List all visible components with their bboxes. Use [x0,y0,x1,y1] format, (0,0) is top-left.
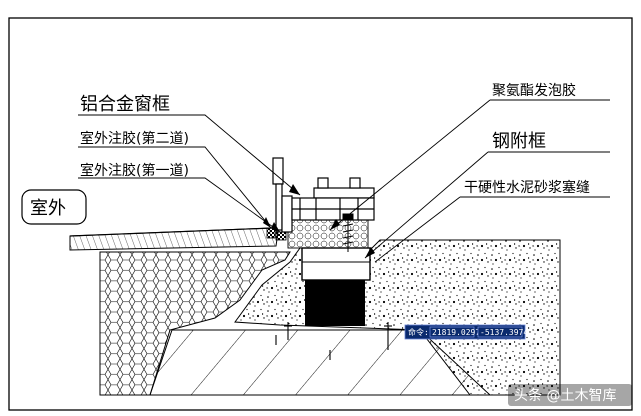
label-outer-sealant-2: 室外注胶(第二道) [80,130,189,147]
outdoor-box [21,189,87,225]
label-aluminum-frame: 铝合金窗框 [80,94,170,115]
cad-command-bar: 命令: 21819.0297 -5137.3974 [404,324,528,340]
screw [342,213,354,252]
label-steel-subframe: 钢附框 [492,131,546,152]
anchors [275,322,392,360]
sealant-2 [266,227,276,239]
cad-prompt: 命令: [408,327,429,337]
watermark: 头条 @土木智库 [508,384,632,406]
cad-x-field[interactable] [429,326,475,338]
drawing-frame [8,17,633,411]
cad-y-value: -5137.3974 [480,328,528,337]
label-outer-sealant-1: 室外注胶(第一道) [80,162,189,179]
insulation-layer [99,251,291,396]
sealant-1 [275,231,287,241]
aluminum-frame-profile [272,157,375,233]
leader-lines [78,99,610,263]
pu-foam [287,217,369,249]
label-mortar: 干硬性水泥砂浆塞缝 [464,179,590,196]
cad-y-field[interactable] [477,326,523,338]
steel-subframe [301,247,371,281]
watermark-text: 头条 @土木智库 [514,387,616,404]
steel-subframe-core [305,280,365,326]
cad-x-value: 21819.0297 [432,328,480,337]
label-pu-foam: 聚氨酯发泡胶 [492,82,576,99]
inner-wall-block [149,329,492,396]
label-outdoor: 室外 [30,198,66,219]
